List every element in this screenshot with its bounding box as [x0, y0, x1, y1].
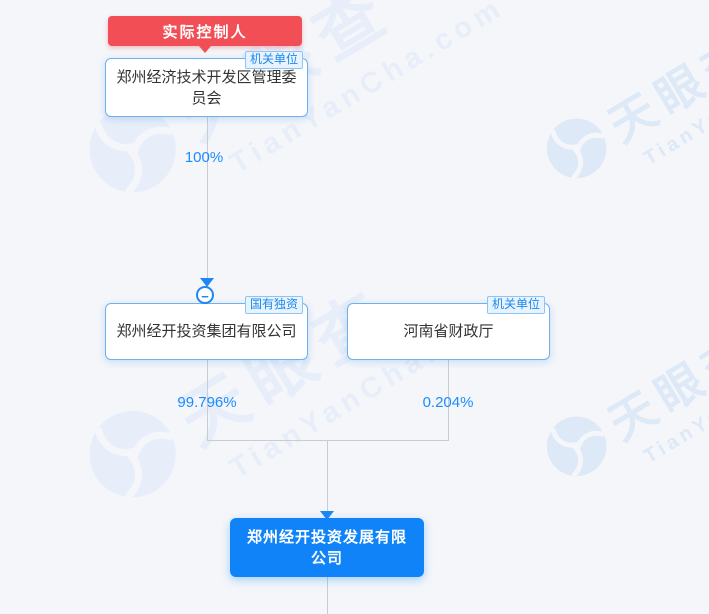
node-controller-tag: 机关单位	[244, 51, 303, 69]
node-target-company[interactable]: 郑州经开投资发展有限公司	[230, 518, 424, 577]
watermark: 天眼查 TianYanCha.com	[533, 279, 709, 512]
connector-line	[327, 577, 328, 614]
connector-line	[207, 117, 208, 278]
tianyancha-logo-icon	[546, 416, 607, 478]
watermark-domain: TianYanCha.com	[640, 337, 709, 468]
connector-line	[448, 360, 449, 440]
watermark-domain: TianYanCha.com	[640, 39, 709, 170]
node-finance-dept[interactable]: 机关单位 河南省财政厅	[347, 296, 550, 360]
collapse-button[interactable]: −	[196, 286, 214, 304]
node-finance-dept-tag: 机关单位	[486, 296, 545, 314]
connector-line	[207, 360, 208, 440]
node-finance-dept-name: 河南省财政厅	[403, 323, 494, 340]
connector-line	[327, 440, 328, 511]
ownership-percentage: 99.796%	[177, 394, 237, 411]
connector-line	[207, 440, 449, 441]
watermark: 天眼查 TianYanCha.com	[533, 0, 709, 214]
watermark-brand: 天眼查	[599, 24, 709, 153]
node-group-company-tag: 国有独资	[244, 296, 303, 314]
minus-icon: −	[201, 289, 209, 304]
watermark: 天眼查 TianYanCha.com	[69, 212, 511, 550]
ownership-percentage: 0.204%	[422, 394, 474, 411]
arrow-down-icon	[320, 511, 334, 520]
actual-controller-badge-label: 实际控制人	[162, 23, 248, 41]
node-group-company-name: 郑州经开投资集团有限公司	[116, 323, 297, 340]
actual-controller-badge: 实际控制人	[108, 16, 302, 53]
watermark-brand: 天眼查	[599, 322, 709, 451]
arrow-down-icon	[200, 278, 214, 287]
node-target-company-name: 郑州经开投资发展有限公司	[246, 528, 407, 567]
node-controller-name: 郑州经济技术开发区管理委员会	[116, 68, 297, 107]
node-group-company[interactable]: 国有独资 郑州经开投资集团有限公司	[105, 296, 308, 360]
ownership-percentage: 100%	[184, 149, 224, 166]
tianyancha-logo-icon	[546, 118, 607, 180]
node-controller[interactable]: 机关单位 郑州经济技术开发区管理委员会	[105, 51, 308, 117]
